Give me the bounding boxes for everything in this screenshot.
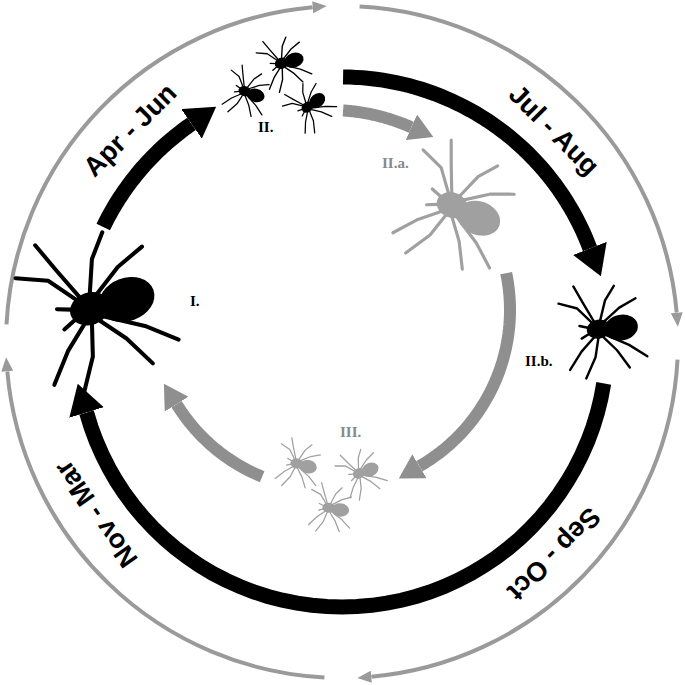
subadult-spider (556, 276, 649, 381)
grey-juvenile-stage: III. (265, 420, 395, 535)
cycle-arrow (177, 404, 263, 477)
stage-label: I. (190, 292, 200, 310)
stage-label: II.b. (525, 352, 553, 370)
adult-stage: I. (15, 230, 220, 380)
grey-juvenile-spider (332, 442, 390, 504)
juvenile-spider (221, 63, 273, 121)
season-label: Apr - Jun (77, 77, 182, 182)
ring-arc (7, 371, 324, 677)
grey-adult-spider (388, 132, 526, 282)
stage-label: II. (258, 118, 273, 136)
cycle-arrow (343, 77, 590, 248)
cycle-arrow (343, 110, 411, 127)
season-label: Jul - Aug (503, 79, 605, 181)
season-label: Sep - Oct (502, 502, 607, 607)
stage-label: II.a. (382, 154, 409, 172)
ring-arc (371, 360, 677, 677)
grey-juvenile-spider (274, 436, 323, 491)
cycle-arrow (419, 273, 510, 466)
grey-juvenile-spider (308, 482, 353, 534)
stage-label: III. (340, 423, 361, 441)
season-label: Nov - Mar (49, 455, 144, 573)
season-ring (7, 7, 678, 678)
ring-arc (360, 7, 677, 313)
juvenile-spider (278, 74, 341, 138)
grey-adult-stage: II.a. (380, 140, 520, 270)
ring-arc (7, 7, 313, 324)
subadult-stage: II.b. (520, 280, 660, 380)
juvenile-stage: II. (220, 40, 340, 140)
adult-female-spider (7, 210, 185, 402)
